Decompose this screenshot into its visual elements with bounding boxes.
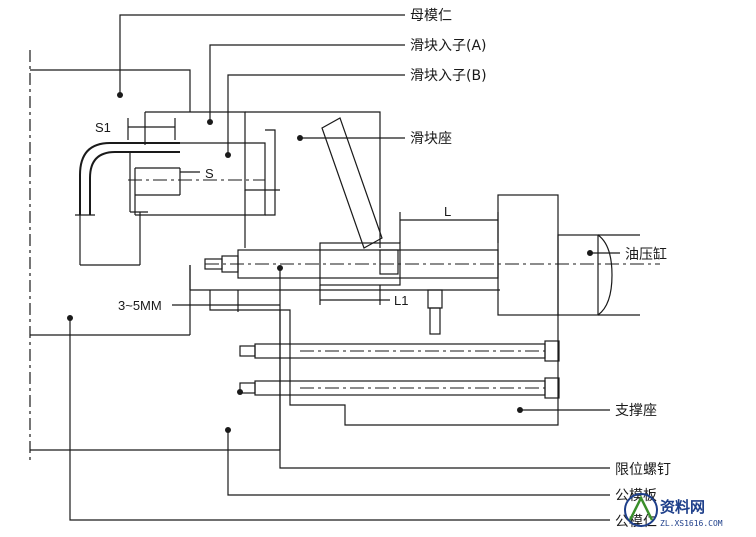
label-core-plate: 公模板 <box>615 488 657 504</box>
watermark-url: ZL.XS1616.COM <box>660 519 723 528</box>
dim-l1: L1 <box>394 293 408 308</box>
label-slider-seat: 滑块座 <box>410 130 452 147</box>
core-plate-shape <box>209 290 560 450</box>
dim-s: S <box>205 166 214 181</box>
leader-lines <box>67 14 620 521</box>
label-limit-screw: 限位螺钉 <box>615 462 671 478</box>
dim-l: L <box>444 204 451 219</box>
watermark: 资料网 ZL.XS1616.COM <box>624 493 723 528</box>
watermark-logo <box>624 493 658 527</box>
label-oil-cylinder: 油压缸 <box>625 246 667 263</box>
slider-insert-a-shape <box>75 142 180 266</box>
label-slider-insert-a: 滑块入子(A) <box>410 37 487 54</box>
center-lines <box>128 179 660 265</box>
label-cavity-insert: 母模仁 <box>410 8 452 24</box>
slider-seat-shape <box>189 111 500 291</box>
slider-insert-b-shape <box>134 142 266 216</box>
dim-s1: S1 <box>95 120 111 135</box>
label-support-seat: 支撑座 <box>615 403 657 419</box>
dim-gap: 3~5MM <box>118 298 162 313</box>
label-slider-insert-b: 滑块入子(B) <box>410 67 487 84</box>
watermark-name: 资料网 <box>660 498 705 516</box>
cavity-insert-shape <box>144 111 280 191</box>
dimension-lines <box>127 118 499 312</box>
